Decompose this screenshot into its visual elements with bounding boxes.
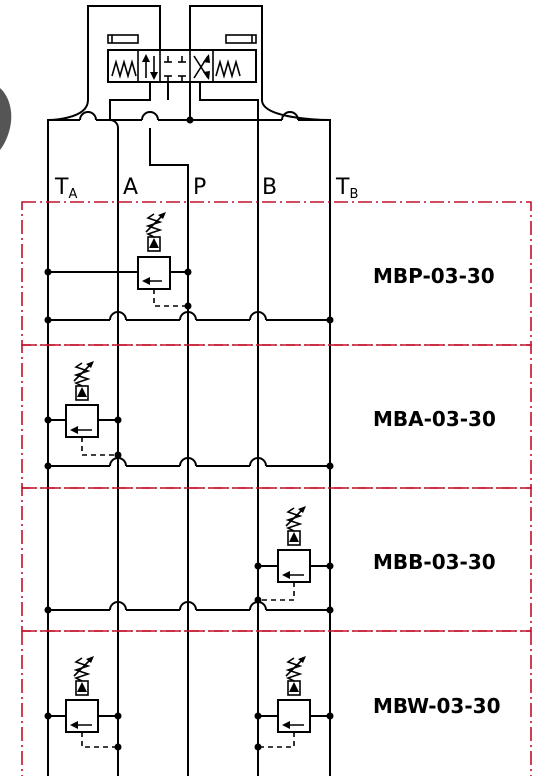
- relief-valve-mbw-b: [258, 656, 311, 748]
- relief-valve-mba: [65, 361, 118, 456]
- section-mbb: MBB-03-30: [44, 506, 496, 614]
- relief-valve-mbp: [137, 212, 188, 307]
- port-label-ta: TA: [54, 175, 77, 202]
- model-label-mbp: MBP-03-30: [373, 264, 495, 288]
- model-label-mba: MBA-03-30: [373, 407, 496, 431]
- model-label-mbb: MBB-03-30: [373, 550, 496, 574]
- directional-valve: [87, 5, 263, 100]
- port-label-b: B: [262, 175, 277, 200]
- port-label-a: A: [123, 175, 138, 200]
- section-mbw: MBW-03-30: [44, 656, 500, 751]
- section-mba: MBA-03-30: [44, 361, 496, 470]
- section-borders: [21, 201, 532, 776]
- port-label-tb: TB: [335, 175, 358, 202]
- model-label-mbw: MBW-03-30: [373, 694, 500, 718]
- edge-artifact: [0, 88, 12, 150]
- relief-valve-mbw-a: [65, 656, 118, 748]
- relief-valve-mbb: [258, 506, 311, 601]
- port-labels: TA A P B TB: [54, 175, 358, 202]
- port-label-p: P: [193, 175, 206, 200]
- valve-connection-lines: [47, 82, 331, 776]
- section-mbp: MBP-03-30: [44, 212, 495, 324]
